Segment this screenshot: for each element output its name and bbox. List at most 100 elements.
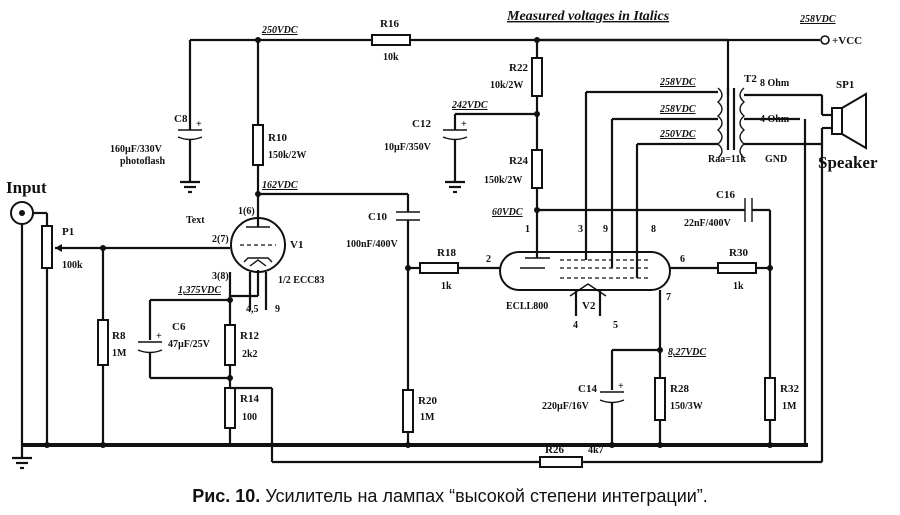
svg-text:+: + — [196, 119, 202, 130]
v2-pin-5: 5 — [613, 320, 618, 331]
r24-name: R24 — [509, 155, 528, 167]
r30-value: 1k — [733, 281, 744, 292]
c10-value: 100nF/400V — [346, 239, 398, 250]
r20-value: 1M — [420, 412, 435, 423]
r18-name: R18 — [437, 247, 456, 259]
voltage-t2-3: 250VDC — [659, 129, 696, 140]
v1-pin-anode: 1(6) — [238, 206, 255, 217]
c14-value: 220µF/16V — [542, 401, 590, 412]
svg-text:+: + — [156, 331, 162, 342]
c8-value: 160µF/330V — [110, 144, 163, 155]
r16-name: R16 — [380, 18, 399, 30]
figure-caption: Рис. 10. Усилитель на лампах “высокой ст… — [0, 486, 900, 507]
capacitor-c12: + — [442, 119, 468, 194]
supply-voltage-label: 258VDC — [799, 14, 836, 25]
r22-name: R22 — [509, 62, 528, 74]
speaker-label: Speaker — [818, 153, 878, 172]
v2-pin-1: 1 — [525, 224, 530, 235]
r24-value: 150k/2W — [484, 175, 522, 186]
diagram-title: Measured voltages in Italics — [506, 9, 670, 24]
r14-name: R14 — [240, 393, 259, 405]
v1-pin-heater: 4,5 — [246, 304, 259, 315]
resistor-r24 — [531, 149, 543, 252]
v2-pin-9: 9 — [603, 224, 608, 235]
r10-name: R10 — [268, 132, 287, 144]
c12-name: C12 — [412, 118, 431, 130]
v1-pin-heater2: 9 — [275, 304, 280, 315]
v1-text: Text — [186, 215, 205, 226]
v2-pin-6: 6 — [680, 254, 685, 265]
figure-caption-text: Усилитель на лампах “высокой степени инт… — [265, 486, 708, 506]
transformer-t2 — [586, 87, 800, 159]
voltage-60: 60VDC — [492, 207, 523, 218]
voltage-827: 8,27VDC — [668, 347, 706, 358]
resistor-r10 — [252, 124, 410, 218]
capacitor-c10 — [396, 211, 500, 445]
voltage-t2-2: 258VDC — [659, 104, 696, 115]
t2-tap-4: 4 Ohm — [760, 114, 790, 125]
v2-name: V2 — [582, 300, 596, 312]
r30-name: R30 — [729, 247, 748, 259]
tube-v2 — [499, 92, 718, 378]
c8-note: photoflash — [120, 156, 165, 167]
c12-value: 10µF/350V — [384, 142, 432, 153]
r16-value: 10k — [383, 52, 399, 63]
input-label: Input — [6, 178, 47, 197]
supply-rail — [188, 35, 830, 130]
v2-pin-2: 2 — [486, 254, 491, 265]
r22-value: 10k/2W — [490, 80, 523, 91]
c16-value: 22nF/400V — [684, 218, 731, 229]
output-cathode-network: + — [599, 347, 666, 445]
vcc-label: +VCC — [832, 35, 862, 47]
r12-name: R12 — [240, 330, 259, 342]
c14-name: C14 — [578, 383, 597, 395]
r20-name: R20 — [418, 395, 437, 407]
t2-raa: Raa=11k — [708, 154, 746, 165]
cathode-network: + — [137, 296, 236, 445]
resistor-r22 — [453, 57, 543, 150]
p1-value: 100k — [62, 260, 83, 271]
v2-pin-3: 3 — [578, 224, 583, 235]
v2-pin-8: 8 — [651, 224, 656, 235]
v1-pin-grid: 2(7) — [212, 234, 229, 245]
svg-text:+: + — [618, 381, 624, 392]
v2-type: ECLL800 — [506, 301, 548, 312]
feedback-r26 — [230, 386, 822, 468]
c16-name: C16 — [716, 189, 735, 201]
r10-value: 150k/2W — [268, 150, 306, 161]
r8-value: 1M — [112, 348, 127, 359]
t2-tap-8: 8 Ohm — [760, 78, 790, 89]
c6-name: C6 — [172, 321, 186, 333]
r32-name: R32 — [780, 383, 799, 395]
r28-name: R28 — [670, 383, 689, 395]
r14-value: 100 — [242, 412, 257, 423]
r26-name: R26 — [545, 444, 564, 456]
r8-name: R8 — [112, 330, 126, 342]
voltage-250-bus: 250VDC — [261, 25, 298, 36]
c8-name: C8 — [174, 113, 188, 125]
r28-value: 150/3W — [670, 401, 703, 412]
input-jack — [10, 201, 49, 470]
r18-value: 1k — [441, 281, 452, 292]
v1-name: V1 — [290, 239, 303, 251]
v2-pin-7: 7 — [666, 292, 671, 303]
capacitor-c16 — [537, 198, 776, 445]
t2-gnd: GND — [765, 154, 787, 165]
c10-name: C10 — [368, 211, 387, 223]
r32-value: 1M — [782, 401, 797, 412]
resistor-r8 — [97, 245, 109, 445]
t2-name: T2 — [744, 73, 757, 85]
v2-pin-4: 4 — [573, 320, 578, 331]
v1-pin-cathode: 3(8) — [212, 271, 229, 282]
svg-text:+: + — [461, 119, 467, 130]
potentiometer-p1 — [41, 225, 230, 445]
voltage-242: 242VDC — [451, 100, 488, 111]
resistor-r16 — [371, 34, 411, 46]
c6-value: 47µF/25V — [168, 339, 211, 350]
voltage-162: 162VDC — [262, 180, 298, 191]
v1-type: 1/2 ECC83 — [278, 275, 324, 286]
voltage-1375: 1,375VDC — [178, 285, 221, 296]
capacitor-c8: + — [177, 119, 203, 194]
tube-v1 — [228, 217, 286, 310]
